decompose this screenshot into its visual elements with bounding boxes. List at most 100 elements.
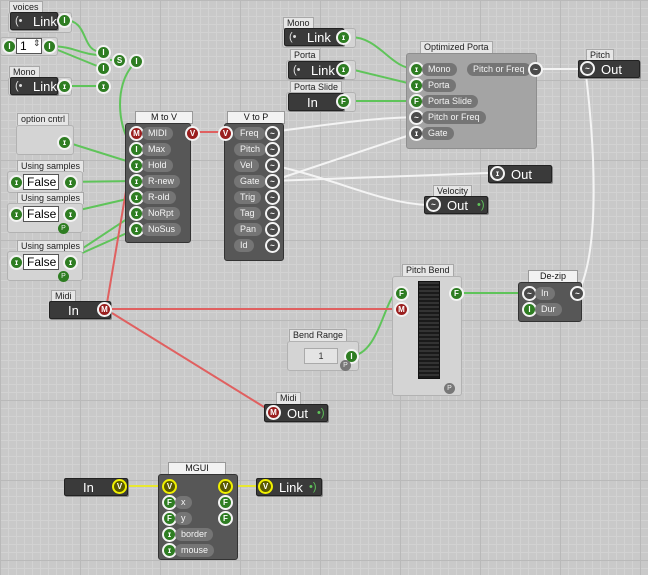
- v-to-p-pitch-out-port[interactable]: ~: [265, 142, 280, 157]
- mgui-in-label: In: [83, 480, 94, 495]
- output-wave-icon: •): [309, 481, 317, 493]
- v-to-p-freq-out-port[interactable]: ~: [265, 126, 280, 141]
- wire: [271, 132, 417, 182]
- voices-link-module[interactable]: (• Link: [10, 12, 58, 30]
- porta-slide-in-module[interactable]: In: [288, 93, 344, 111]
- logic-in-port-3[interactable]: ɪ: [96, 79, 111, 94]
- midi-in-out-port[interactable]: M: [97, 302, 112, 317]
- m-to-v-port-label: MIDI: [142, 127, 173, 140]
- midi-out-label: Out: [287, 406, 308, 421]
- v-to-p-port-label: Trig: [234, 191, 262, 204]
- mgui-link-out-module[interactable]: Link •): [256, 478, 322, 496]
- v-to-p-id-out-port[interactable]: ~: [265, 238, 280, 253]
- using-samples-2-value[interactable]: False: [23, 206, 59, 222]
- link-input-icon: (•: [289, 31, 297, 43]
- porta-link-module[interactable]: (• Link: [288, 61, 344, 79]
- mgui-in-out-port[interactable]: V: [112, 479, 127, 494]
- mgui-v-in-port[interactable]: V: [162, 479, 177, 494]
- midi-out-title: Midi: [276, 392, 301, 404]
- gate-out-module[interactable]: Out: [488, 165, 552, 183]
- v-to-p-port-label: Freq: [234, 127, 265, 140]
- porta-slide-title: Porta Slide: [290, 81, 343, 93]
- optimized-porta-port-label: Pitch or Freq: [422, 111, 486, 124]
- using-samples-1-in-port[interactable]: ɪ: [9, 175, 24, 190]
- link-input-icon: (•: [15, 80, 23, 92]
- m-to-v-out-port[interactable]: V: [185, 126, 200, 141]
- midi-in-title: Midi: [51, 290, 76, 302]
- preset-icon[interactable]: P: [58, 271, 69, 282]
- mono-top-out-port[interactable]: ɪ: [57, 79, 72, 94]
- porta-slide-out-port[interactable]: F: [336, 94, 351, 109]
- voices-count-out-port[interactable]: I: [42, 39, 57, 54]
- preset-icon[interactable]: P: [340, 360, 351, 371]
- pitch-bend-title: Pitch Bend: [402, 264, 454, 276]
- voices-int-port[interactable]: I: [57, 13, 72, 28]
- preset-icon[interactable]: P: [58, 223, 69, 234]
- using-samples-3-out-port[interactable]: ɪ: [63, 255, 78, 270]
- using-samples-3-title: Using samples: [17, 240, 85, 252]
- gate-out-in-port[interactable]: ɪ: [490, 166, 505, 181]
- logic-out-port[interactable]: I: [129, 54, 144, 69]
- optimized-porta-port-label: Porta Slide: [422, 95, 479, 108]
- v-to-p-port-label: Vel: [234, 159, 259, 172]
- using-samples-3-in-port[interactable]: ɪ: [9, 255, 24, 270]
- m-to-v-port-label: NoRpt: [142, 207, 180, 220]
- v-to-p-trig-out-port[interactable]: ~: [265, 190, 280, 205]
- v-to-p-port-label: Pitch: [234, 143, 267, 156]
- velocity-in-port[interactable]: ~: [426, 197, 441, 212]
- option-cntrl-module[interactable]: [16, 125, 74, 155]
- midi-out-in-port[interactable]: M: [266, 405, 281, 420]
- v-to-p-vel-out-port[interactable]: ~: [265, 158, 280, 173]
- mgui-f-out-port-2[interactable]: F: [218, 511, 233, 526]
- dezip-out-port[interactable]: ~: [570, 286, 585, 301]
- dezip-port-label: Dur: [535, 303, 562, 316]
- m-to-v-port-label: NoSus: [142, 223, 182, 236]
- midi-in-label: In: [68, 303, 79, 318]
- velocity-out-label: Out: [447, 198, 468, 213]
- option-cntrl-out-port[interactable]: ɪ: [57, 135, 72, 150]
- logic-in-port-1[interactable]: I: [96, 45, 111, 60]
- m-to-v-port-label: R-new: [142, 175, 181, 188]
- v-to-p-gate-out-port[interactable]: ~: [265, 174, 280, 189]
- bend-range-field[interactable]: 1: [304, 348, 338, 364]
- optimized-porta-out-port[interactable]: ~: [528, 62, 543, 77]
- mgui-link-in-port[interactable]: V: [258, 479, 273, 494]
- using-samples-3-value[interactable]: False: [23, 254, 59, 270]
- voices-count-in-port[interactable]: I: [2, 39, 17, 54]
- preset-icon[interactable]: P: [444, 383, 455, 394]
- option-cntrl-title: option cntrl: [17, 113, 70, 125]
- using-samples-2-out-port[interactable]: ɪ: [63, 207, 78, 222]
- midi-in-module[interactable]: In: [49, 301, 111, 319]
- logic-in-port-2[interactable]: I: [96, 61, 111, 76]
- gate-out-label: Out: [511, 167, 532, 182]
- spinner-arrows-icon[interactable]: ⇕: [33, 38, 41, 48]
- mgui-v-out-port[interactable]: V: [218, 479, 233, 494]
- v-to-p-port-label: Pan: [234, 223, 263, 236]
- pitch-in-port[interactable]: ~: [580, 61, 595, 76]
- velocity-title: Velocity: [433, 185, 473, 197]
- mono-mid-out-port[interactable]: ɪ: [336, 30, 351, 45]
- optimized-porta-out-label: Pitch or Freq: [467, 63, 531, 76]
- mgui-port-label: y: [175, 512, 192, 525]
- output-wave-icon: •): [477, 199, 485, 211]
- using-samples-2-in-port[interactable]: ɪ: [9, 207, 24, 222]
- mono-mid-link-module[interactable]: (• Link: [284, 28, 344, 46]
- pitch-bend-wheel[interactable]: [418, 281, 440, 379]
- wire: [271, 116, 417, 133]
- mono-top-link-module[interactable]: (• Link: [10, 77, 58, 95]
- wire: [271, 172, 489, 182]
- pitch-bend-f-in-port[interactable]: F: [394, 286, 409, 301]
- using-samples-1-out-port[interactable]: ɪ: [63, 175, 78, 190]
- pitch-bend-midi-port[interactable]: M: [394, 302, 409, 317]
- pitch-bend-out-port[interactable]: F: [449, 286, 464, 301]
- v-to-p-tag-out-port[interactable]: ~: [265, 206, 280, 221]
- v-to-p-port-label: Gate: [234, 175, 266, 188]
- mgui-f-out-port-1[interactable]: F: [218, 495, 233, 510]
- v-to-p-in-port[interactable]: V: [218, 126, 233, 141]
- porta-out-port[interactable]: ɪ: [336, 62, 351, 77]
- select-port[interactable]: S: [112, 53, 127, 68]
- wire: [271, 164, 429, 206]
- v-to-p-pan-out-port[interactable]: ~: [265, 222, 280, 237]
- using-samples-1-value[interactable]: False: [23, 174, 59, 190]
- voices-count-field[interactable]: 1: [16, 38, 42, 54]
